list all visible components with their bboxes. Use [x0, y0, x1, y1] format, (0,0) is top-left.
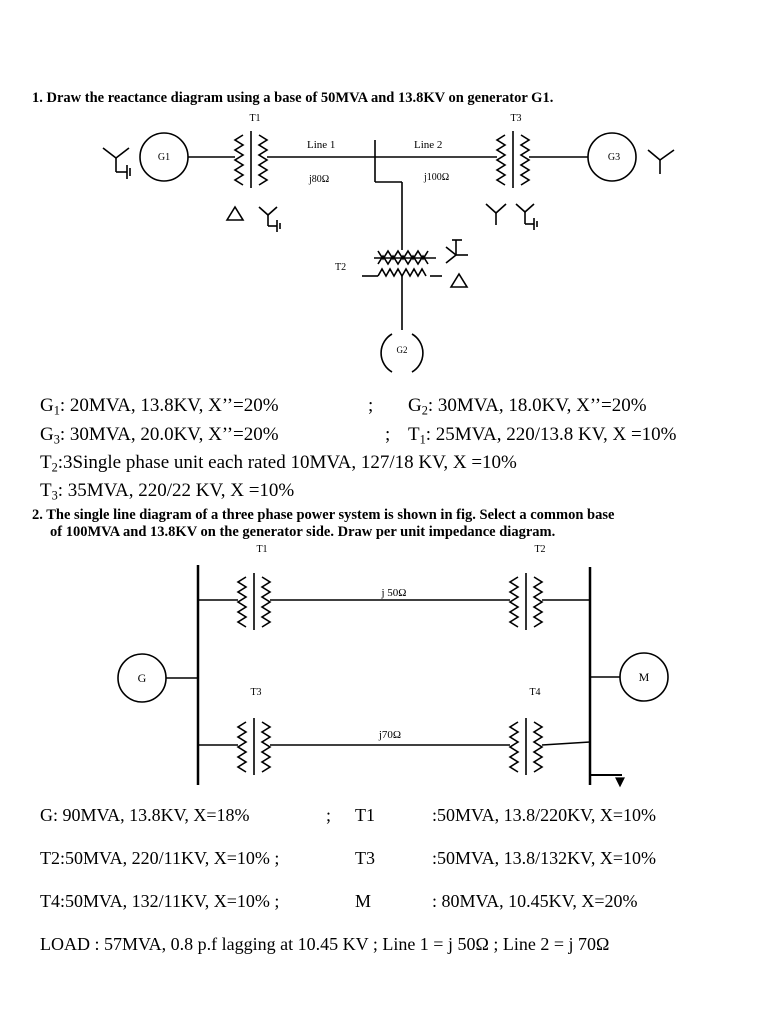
t3-label: T3 — [510, 113, 521, 124]
load-arrow-icon — [615, 777, 625, 788]
q2-spec-3-left: T4:50MVA, 132/11KV, X=10% ; — [40, 891, 280, 911]
t2-wye-grounded-icon — [445, 239, 468, 264]
t3-wye-grounded-icon — [515, 203, 538, 230]
transformer-t3-symbol — [236, 718, 272, 775]
g3-wye-icon — [647, 149, 675, 174]
question-1-title: 1. Draw the reactance diagram using a ba… — [32, 90, 554, 106]
m-label: M — [639, 670, 650, 684]
line1-label: Line 1 — [307, 139, 335, 151]
g1-wye-grounded-icon — [102, 147, 131, 179]
transformer-t1-symbol — [236, 573, 272, 630]
q2-spec-2-mid: T3 — [355, 848, 375, 868]
g3-label: G3 — [608, 152, 620, 163]
line2-impedance: j100Ω — [423, 172, 449, 183]
q2-load-line: LOAD : 57MVA, 0.8 p.f lagging at 10.45 K… — [40, 934, 610, 954]
generator-g2-symbol-right — [411, 333, 424, 373]
q1-spec-sep-2: ; — [385, 424, 391, 445]
q2-spec-1-right: :50MVA, 13.8/220KV, X=10% — [432, 805, 657, 825]
question-2-title-line-1: 2. The single line diagram of a three ph… — [32, 507, 615, 523]
q1-spec-line-2b: T1: 25MVA, 220/13.8 KV, X =10% — [408, 424, 677, 447]
q2-spec-3-mid: M — [355, 891, 372, 911]
transformer-t2-symbol — [508, 573, 544, 630]
q1-spec-line-4: T3: 35MVA, 220/22 KV, X =10% — [40, 480, 295, 503]
generator-g3-symbol — [587, 132, 637, 182]
g1-label: G1 — [158, 152, 170, 163]
q2-single-line-diagram: T1 T2 T3 T4 G M j 50Ω j70Ω — [117, 544, 669, 788]
t4-label: T4 — [529, 687, 540, 698]
q1-spec-line-2: G3: 30MVA, 20.0KV, X’’=20% — [40, 424, 279, 447]
transformer-t1-symbol — [233, 131, 269, 188]
bottom-line-impedance: j70Ω — [378, 729, 401, 741]
t2-label: T2 — [534, 544, 545, 555]
q2-spec-1-sep: ; — [326, 805, 332, 825]
generator-g2-symbol-left — [380, 333, 393, 373]
t3-wye-icon — [485, 203, 507, 225]
q1-spec-sep-1: ; — [368, 395, 374, 416]
transformer-t3-symbol — [495, 131, 531, 188]
transformer-t4-symbol — [508, 718, 544, 775]
top-line-impedance: j 50Ω — [381, 587, 407, 599]
t2-delta-icon — [449, 272, 469, 288]
question-2-title-line-2: of 100MVA and 13.8KV on the generator si… — [50, 524, 556, 540]
q1-spec-line-3: T2:3Single phase unit each rated 10MVA, … — [40, 452, 517, 475]
q2-spec-3-right: : 80MVA, 10.45KV, X=20% — [432, 891, 638, 911]
q1-single-line-diagram: T1 T3 G1 G3 G2 Line 1 Line 2 j80Ω j100Ω … — [102, 113, 675, 373]
q1-spec-line-1: G1: 20MVA, 13.8KV, X’’=20% — [40, 395, 279, 418]
q1-spec-line-1b: G2: 30MVA, 18.0KV, X’’=20% — [408, 395, 647, 418]
q2-spec-2-left: T2:50MVA, 220/11KV, X=10% ; — [40, 848, 280, 868]
t2-label: T2 — [335, 262, 346, 273]
q2-spec-1-mid: T1 — [355, 805, 375, 825]
g2-label: G2 — [397, 345, 408, 355]
line2-label: Line 2 — [414, 139, 442, 151]
t1-label: T1 — [256, 544, 267, 555]
t1-delta-icon — [225, 205, 245, 221]
line1-impedance: j80Ω — [308, 174, 329, 185]
t3-label: T3 — [250, 687, 261, 698]
q2-spec-1-left: G: 90MVA, 13.8KV, X=18% — [40, 805, 250, 825]
transformer-t2-symbol — [362, 240, 442, 330]
q2-spec-2-right: :50MVA, 13.8/132KV, X=10% — [432, 848, 657, 868]
g-label: G — [138, 671, 147, 685]
t1-label: T1 — [249, 113, 260, 124]
t1-wye-grounded-icon — [258, 206, 281, 232]
